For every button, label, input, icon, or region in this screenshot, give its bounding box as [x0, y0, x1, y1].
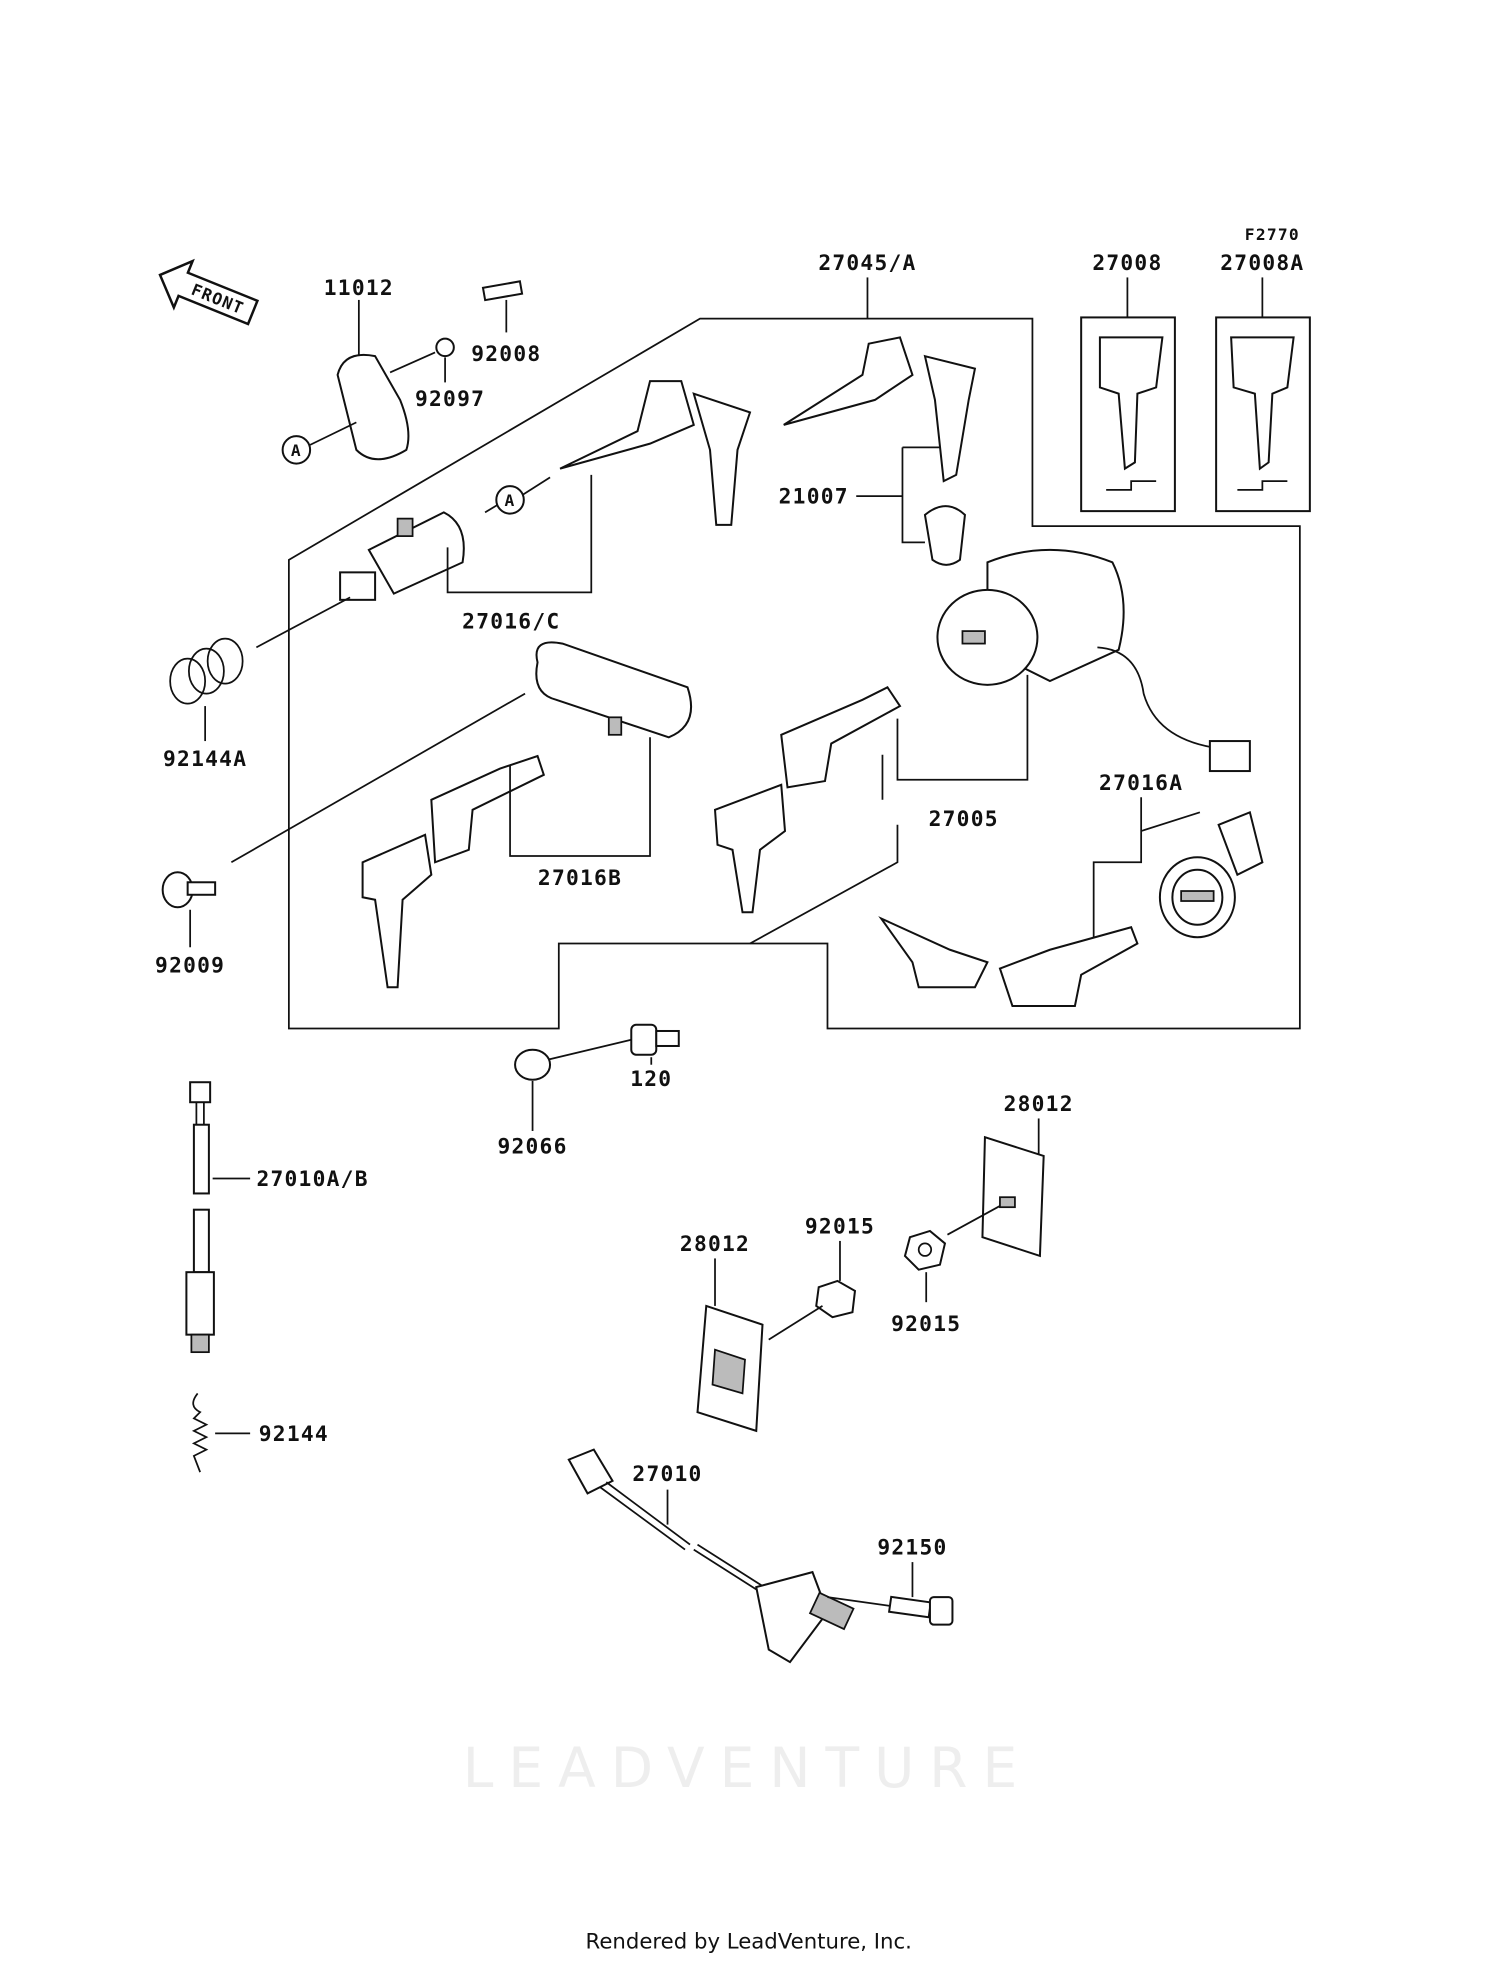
front-arrow-icon: FRONT: [158, 258, 260, 326]
label-92015-lower: 92015: [891, 1312, 961, 1337]
label-27008: 27008: [1092, 251, 1162, 276]
bolt-120: [630, 1023, 680, 1056]
nut-92015-upper: [903, 1229, 947, 1271]
label-27010ab: 27010A/B: [256, 1167, 368, 1192]
label-92144a: 92144A: [163, 747, 247, 772]
assembly-outline: [287, 317, 1301, 1030]
label-21007: 21007: [779, 485, 849, 510]
label-92009: 92009: [155, 953, 225, 978]
lock-27016a: [1158, 810, 1264, 939]
washer-92097: [435, 337, 455, 358]
screw-92009: [161, 871, 217, 909]
ref-marker-a-2: A: [505, 491, 516, 510]
ref-marker-a: A: [291, 441, 302, 460]
keys-27005: [713, 686, 902, 914]
label-27016a: 27016A: [1099, 771, 1183, 796]
plate-11012: [336, 353, 410, 461]
cap-21007: [923, 505, 966, 566]
label-92144: 92144: [259, 1422, 329, 1447]
keys-27016-c: [559, 380, 752, 526]
keys-27045-a: [783, 336, 977, 483]
switch-27010ab: [185, 1081, 215, 1354]
switch-27010: [567, 1448, 855, 1664]
label-11012: 11012: [324, 276, 394, 301]
label-28012-upper: 28012: [1004, 1092, 1074, 1117]
spring-92144: [191, 1392, 209, 1473]
nut-92015-lower: [815, 1279, 857, 1319]
footer-credit: Rendered by LeadVenture, Inc.: [586, 1929, 912, 1954]
keys-27016b: [361, 754, 546, 989]
spring-92144a: [169, 637, 244, 705]
label-92008: 92008: [471, 342, 541, 367]
label-27010: 27010: [632, 1462, 702, 1487]
plate-28012-lower: [696, 1304, 764, 1433]
label-120: 120: [630, 1067, 672, 1092]
label-92015-upper: 92015: [805, 1214, 875, 1239]
label-92066: 92066: [497, 1134, 567, 1159]
bolt-92008: [481, 280, 524, 302]
figure-code: F2770: [1245, 225, 1300, 244]
label-27005: 27005: [929, 807, 999, 832]
label-27045-a: 27045/A: [818, 251, 916, 276]
lock-cylinder-27016-c: [339, 511, 465, 601]
label-27016b: 27016B: [538, 866, 622, 891]
seat-lock-27016b: [535, 641, 692, 739]
cap-92066: [514, 1048, 552, 1081]
screw-92150: [887, 1595, 954, 1626]
label-92097: 92097: [415, 387, 485, 412]
label-27016-c: 27016/C: [462, 610, 560, 635]
label-27008a: 27008A: [1220, 251, 1304, 276]
label-28012-lower: 28012: [680, 1232, 750, 1257]
ignition-switch-27005: [936, 548, 1251, 773]
keys-27016a: [878, 916, 1139, 1007]
key-card-27008a: [1215, 316, 1311, 513]
watermark: LEADVENTURE: [463, 1736, 1032, 1800]
key-card-27008: [1080, 316, 1176, 513]
label-92150: 92150: [877, 1536, 947, 1561]
plate-28012-upper: [981, 1135, 1045, 1258]
